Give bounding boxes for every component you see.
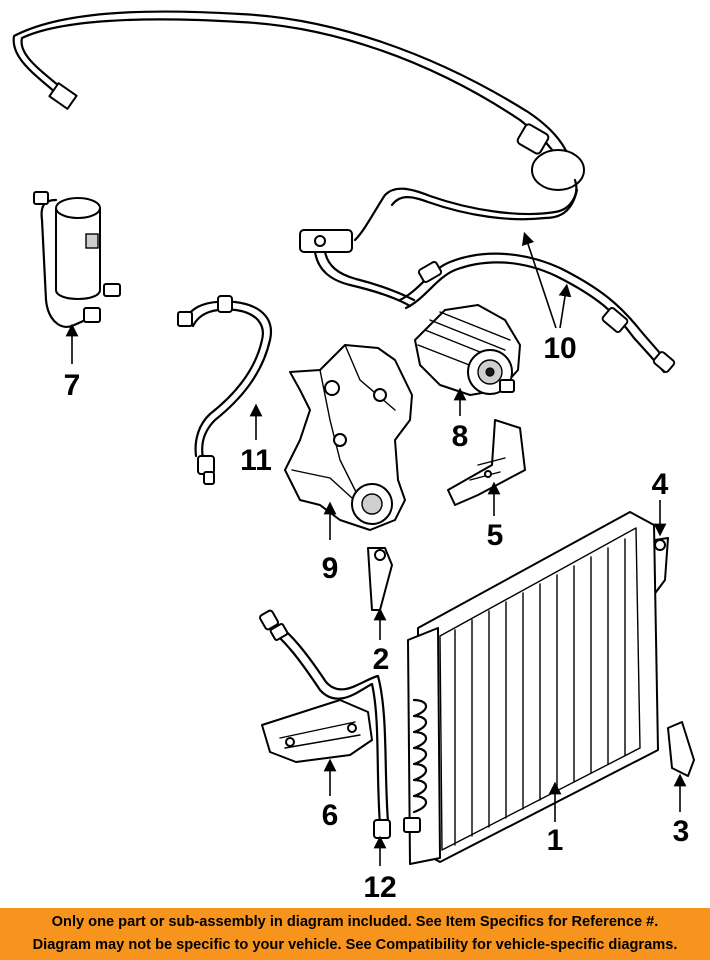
callout-2: 2 [373, 643, 390, 676]
condenser-1 [403, 511, 659, 865]
disclaimer-banner: Only one part or sub-assembly in diagram… [0, 908, 710, 960]
receiver-drier-7 [33, 191, 121, 328]
bracket-3 [667, 721, 695, 777]
hose-12 [259, 609, 391, 839]
condenser-fins [454, 538, 626, 846]
callout-7: 7 [64, 369, 81, 402]
callout-4: 4 [652, 468, 669, 501]
callout-labels: 1 2 3 4 5 6 7 8 9 10 11 12 [64, 332, 690, 904]
callout-12: 12 [363, 871, 396, 904]
callout-3: 3 [673, 815, 690, 848]
callout-6: 6 [322, 799, 339, 832]
leader-lines [65, 231, 687, 866]
hose-11 [177, 295, 273, 485]
callout-5: 5 [487, 519, 504, 552]
compressor-8 [414, 304, 521, 396]
callout-11: 11 [240, 444, 272, 477]
ac-hose-assembly-10 [12, 10, 676, 374]
disclaimer-line-2: Diagram may not be specific to your vehi… [32, 937, 678, 953]
ac-parts-diagram: 1 2 3 4 5 6 7 8 9 10 11 12 [12, 10, 695, 904]
bracket-5 [447, 419, 526, 506]
bracket-6 [261, 699, 373, 763]
callout-10: 10 [543, 332, 576, 365]
callout-9: 9 [322, 552, 339, 585]
callout-1: 1 [547, 824, 564, 857]
disclaimer-line-1: Only one part or sub-assembly in diagram… [51, 914, 659, 930]
bracket-2 [367, 547, 393, 611]
compressor-bracket-9 [284, 344, 413, 531]
callout-8: 8 [452, 420, 469, 453]
